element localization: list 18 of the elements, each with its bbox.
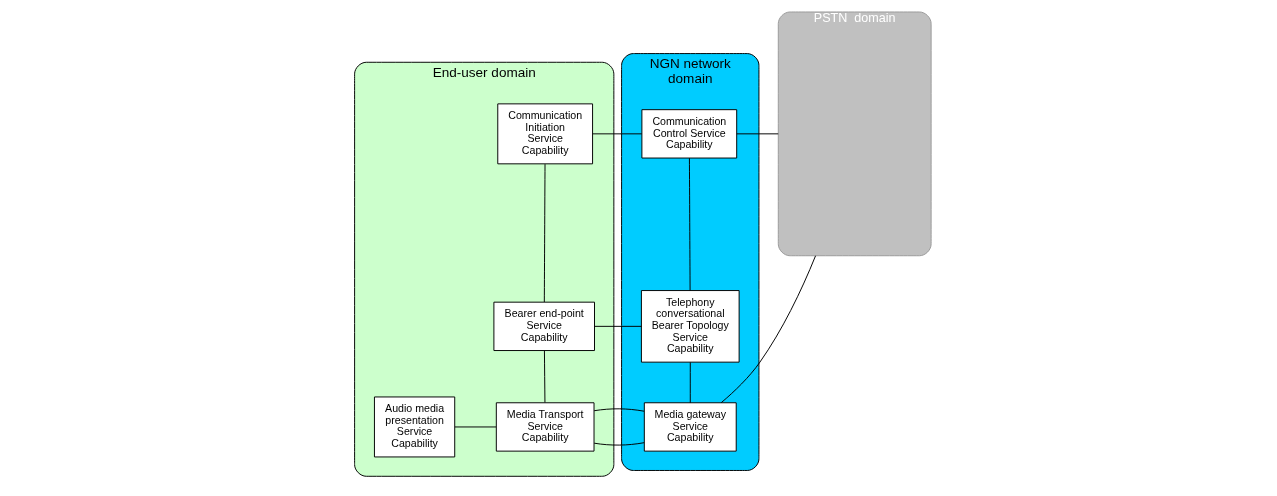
connector	[543, 350, 545, 403]
connector	[591, 133, 642, 135]
node-box: Telephony conversational Bearer Topology Service Capability	[640, 290, 740, 363]
node-box: Communication Control Service Capability	[640, 109, 737, 159]
node-box: Media Transport Service Capability	[495, 402, 594, 452]
node-box: Communication Initiation Service Capability	[496, 103, 593, 165]
connector	[593, 408, 645, 446]
node-box: PSTN domain	[777, 11, 932, 257]
node-box: Bearer end-point Service Capability	[492, 301, 595, 352]
connector	[543, 163, 545, 303]
node-box: Audio media presentation Service Capability	[373, 396, 455, 458]
connector	[689, 361, 691, 404]
connector	[720, 255, 816, 404]
connector	[688, 157, 691, 291]
connector	[735, 133, 779, 135]
node-box: Media gateway Service Capability	[643, 402, 737, 452]
connector	[453, 426, 497, 428]
connector	[593, 325, 642, 327]
